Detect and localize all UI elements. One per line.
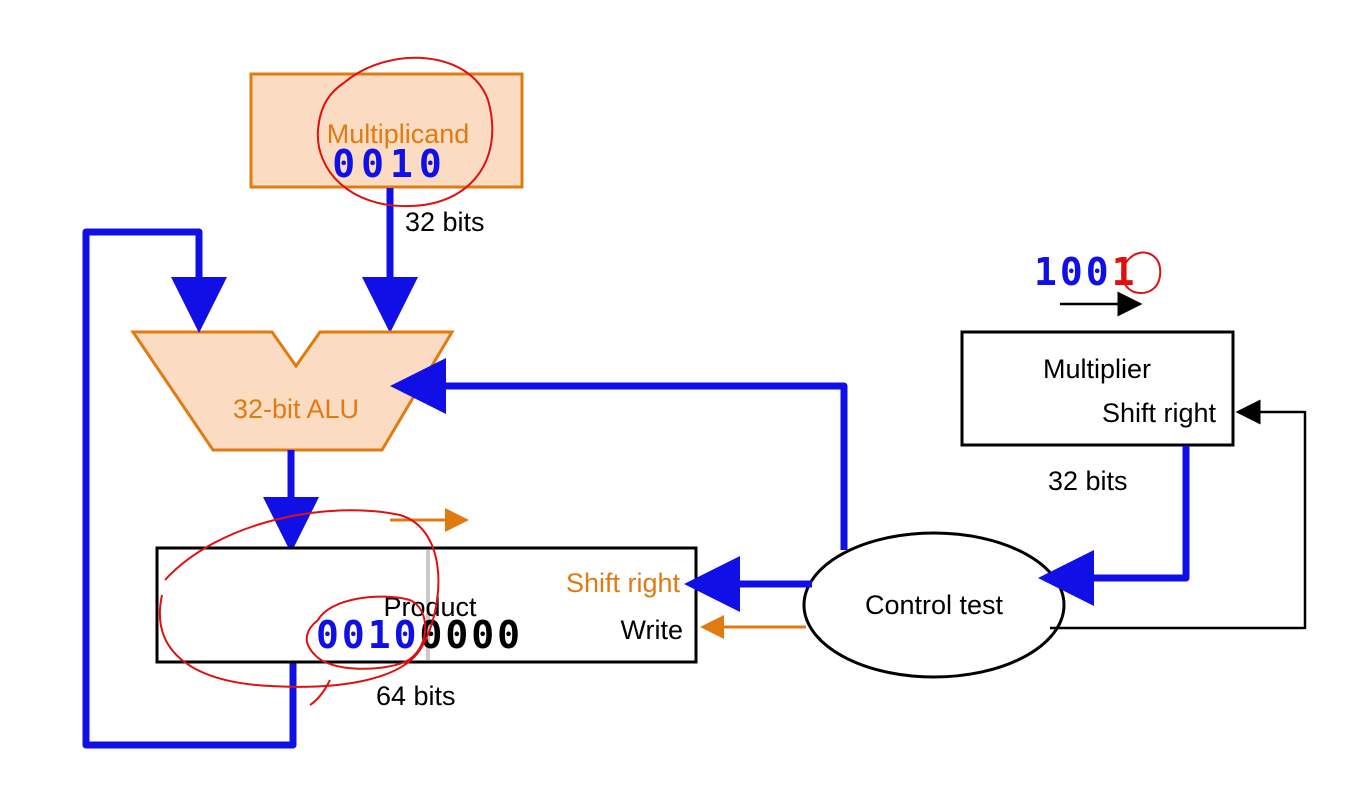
annotation-circle-product-upper (159, 509, 440, 688)
product-write-label: Write (620, 615, 683, 645)
product-shift-right-label: Shift right (566, 568, 681, 598)
product-value-upper: 0010 (316, 613, 420, 657)
annotation-circle-multiplicand (316, 56, 494, 208)
multiplier-label: Multiplier (1043, 354, 1151, 384)
annotation-circle-product-bits (305, 595, 427, 706)
multiplicand-label: Multiplicand (327, 119, 470, 149)
control-to-multiplier-shift-arrow (1050, 399, 1307, 630)
multiplier-shift-right-label: Shift right (1102, 398, 1217, 428)
multiplicand-width-label: 32 bits (405, 207, 485, 237)
multiplier-to-control-arrow (1038, 446, 1190, 606)
multiplier-bit-lsb: 1 (1112, 250, 1138, 294)
product-value-lower: 0000 (420, 613, 524, 657)
multiplicand-register (249, 72, 524, 189)
product-feedback-loop (82, 228, 297, 749)
alu-shape (130, 330, 455, 452)
multiplier-width-label: 32 bits (1048, 466, 1128, 496)
product-width-label: 64 bits (376, 681, 456, 711)
control-test-label: Control test (865, 590, 1004, 620)
multiplier-register (960, 330, 1235, 447)
control-to-alu-arrow (390, 358, 848, 550)
multiplicand-value: 0010 (332, 142, 448, 186)
multiplier-bits-upper: 100 (1034, 250, 1112, 294)
annotation-circle-multiplier-lsb (1121, 251, 1162, 294)
alu-label: 32-bit ALU (233, 394, 359, 424)
product-value: 00100000 (316, 613, 523, 657)
